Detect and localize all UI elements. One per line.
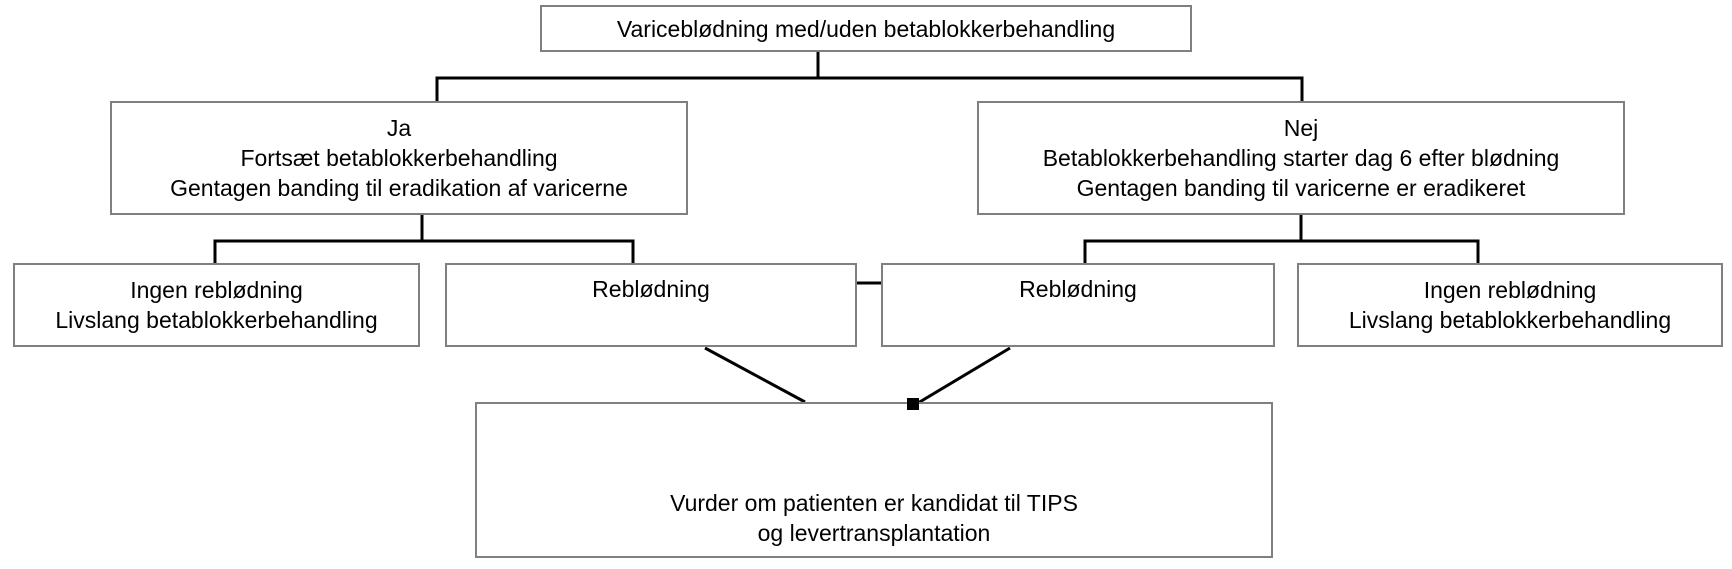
node-line: Reblødning — [1019, 276, 1137, 302]
node-line: Livslang betablokkerbehandling — [55, 307, 378, 333]
node-nej-line: Nej — [1283, 115, 1319, 141]
node-line: Ingen reblødning — [130, 277, 303, 303]
node-root-label: Variceblødning med/uden betablokkerbehan… — [616, 15, 1116, 42]
node-ja-ingen-rebloedning: Ingen reblødning Livslang betablokkerbeh… — [13, 263, 420, 347]
node-tips: Vurder om patienten er kandidat til TIPS… — [475, 402, 1273, 558]
node-nej-ingen-rebloedning: Ingen reblødning Livslang betablokkerbeh… — [1297, 263, 1723, 347]
node-ja: Ja Fortsæt betablokkerbehandling Gentage… — [110, 101, 688, 215]
edge-ja-rebloedning-tips — [704, 346, 806, 404]
node-ja-line: Gentagen banding til eradikation af vari… — [170, 175, 628, 201]
node-ja-line: Ja — [386, 115, 412, 141]
node-nej-line: Betablokkerbehandling starter dag 6 efte… — [1042, 145, 1560, 171]
node-tips-line: Vurder om patienten er kandidat til TIPS — [670, 490, 1078, 516]
edge-nej-rebloedning-tips — [917, 346, 1011, 405]
node-ja-rebloedning: Reblødning — [445, 263, 857, 347]
node-root: Variceblødning med/uden betablokkerbehan… — [540, 5, 1192, 52]
node-line: Livslang betablokkerbehandling — [1348, 307, 1672, 333]
node-nej: Nej Betablokkerbehandling starter dag 6 … — [977, 101, 1625, 215]
node-tips-line: og levertransplantation — [757, 520, 991, 546]
edge-root-branch — [435, 52, 1304, 102]
node-line: Ingen reblødning — [1423, 277, 1597, 303]
node-nej-rebloedning: Reblødning — [881, 263, 1275, 347]
node-line: Reblødning — [592, 276, 710, 302]
node-nej-line: Gentagen banding til varicerne er eradik… — [1076, 175, 1526, 201]
node-ja-line: Fortsæt betablokkerbehandling — [240, 145, 558, 171]
edge-ja-branch — [213, 215, 635, 263]
selection-handle-square — [907, 398, 919, 410]
edge-nej-branch — [1083, 215, 1480, 263]
